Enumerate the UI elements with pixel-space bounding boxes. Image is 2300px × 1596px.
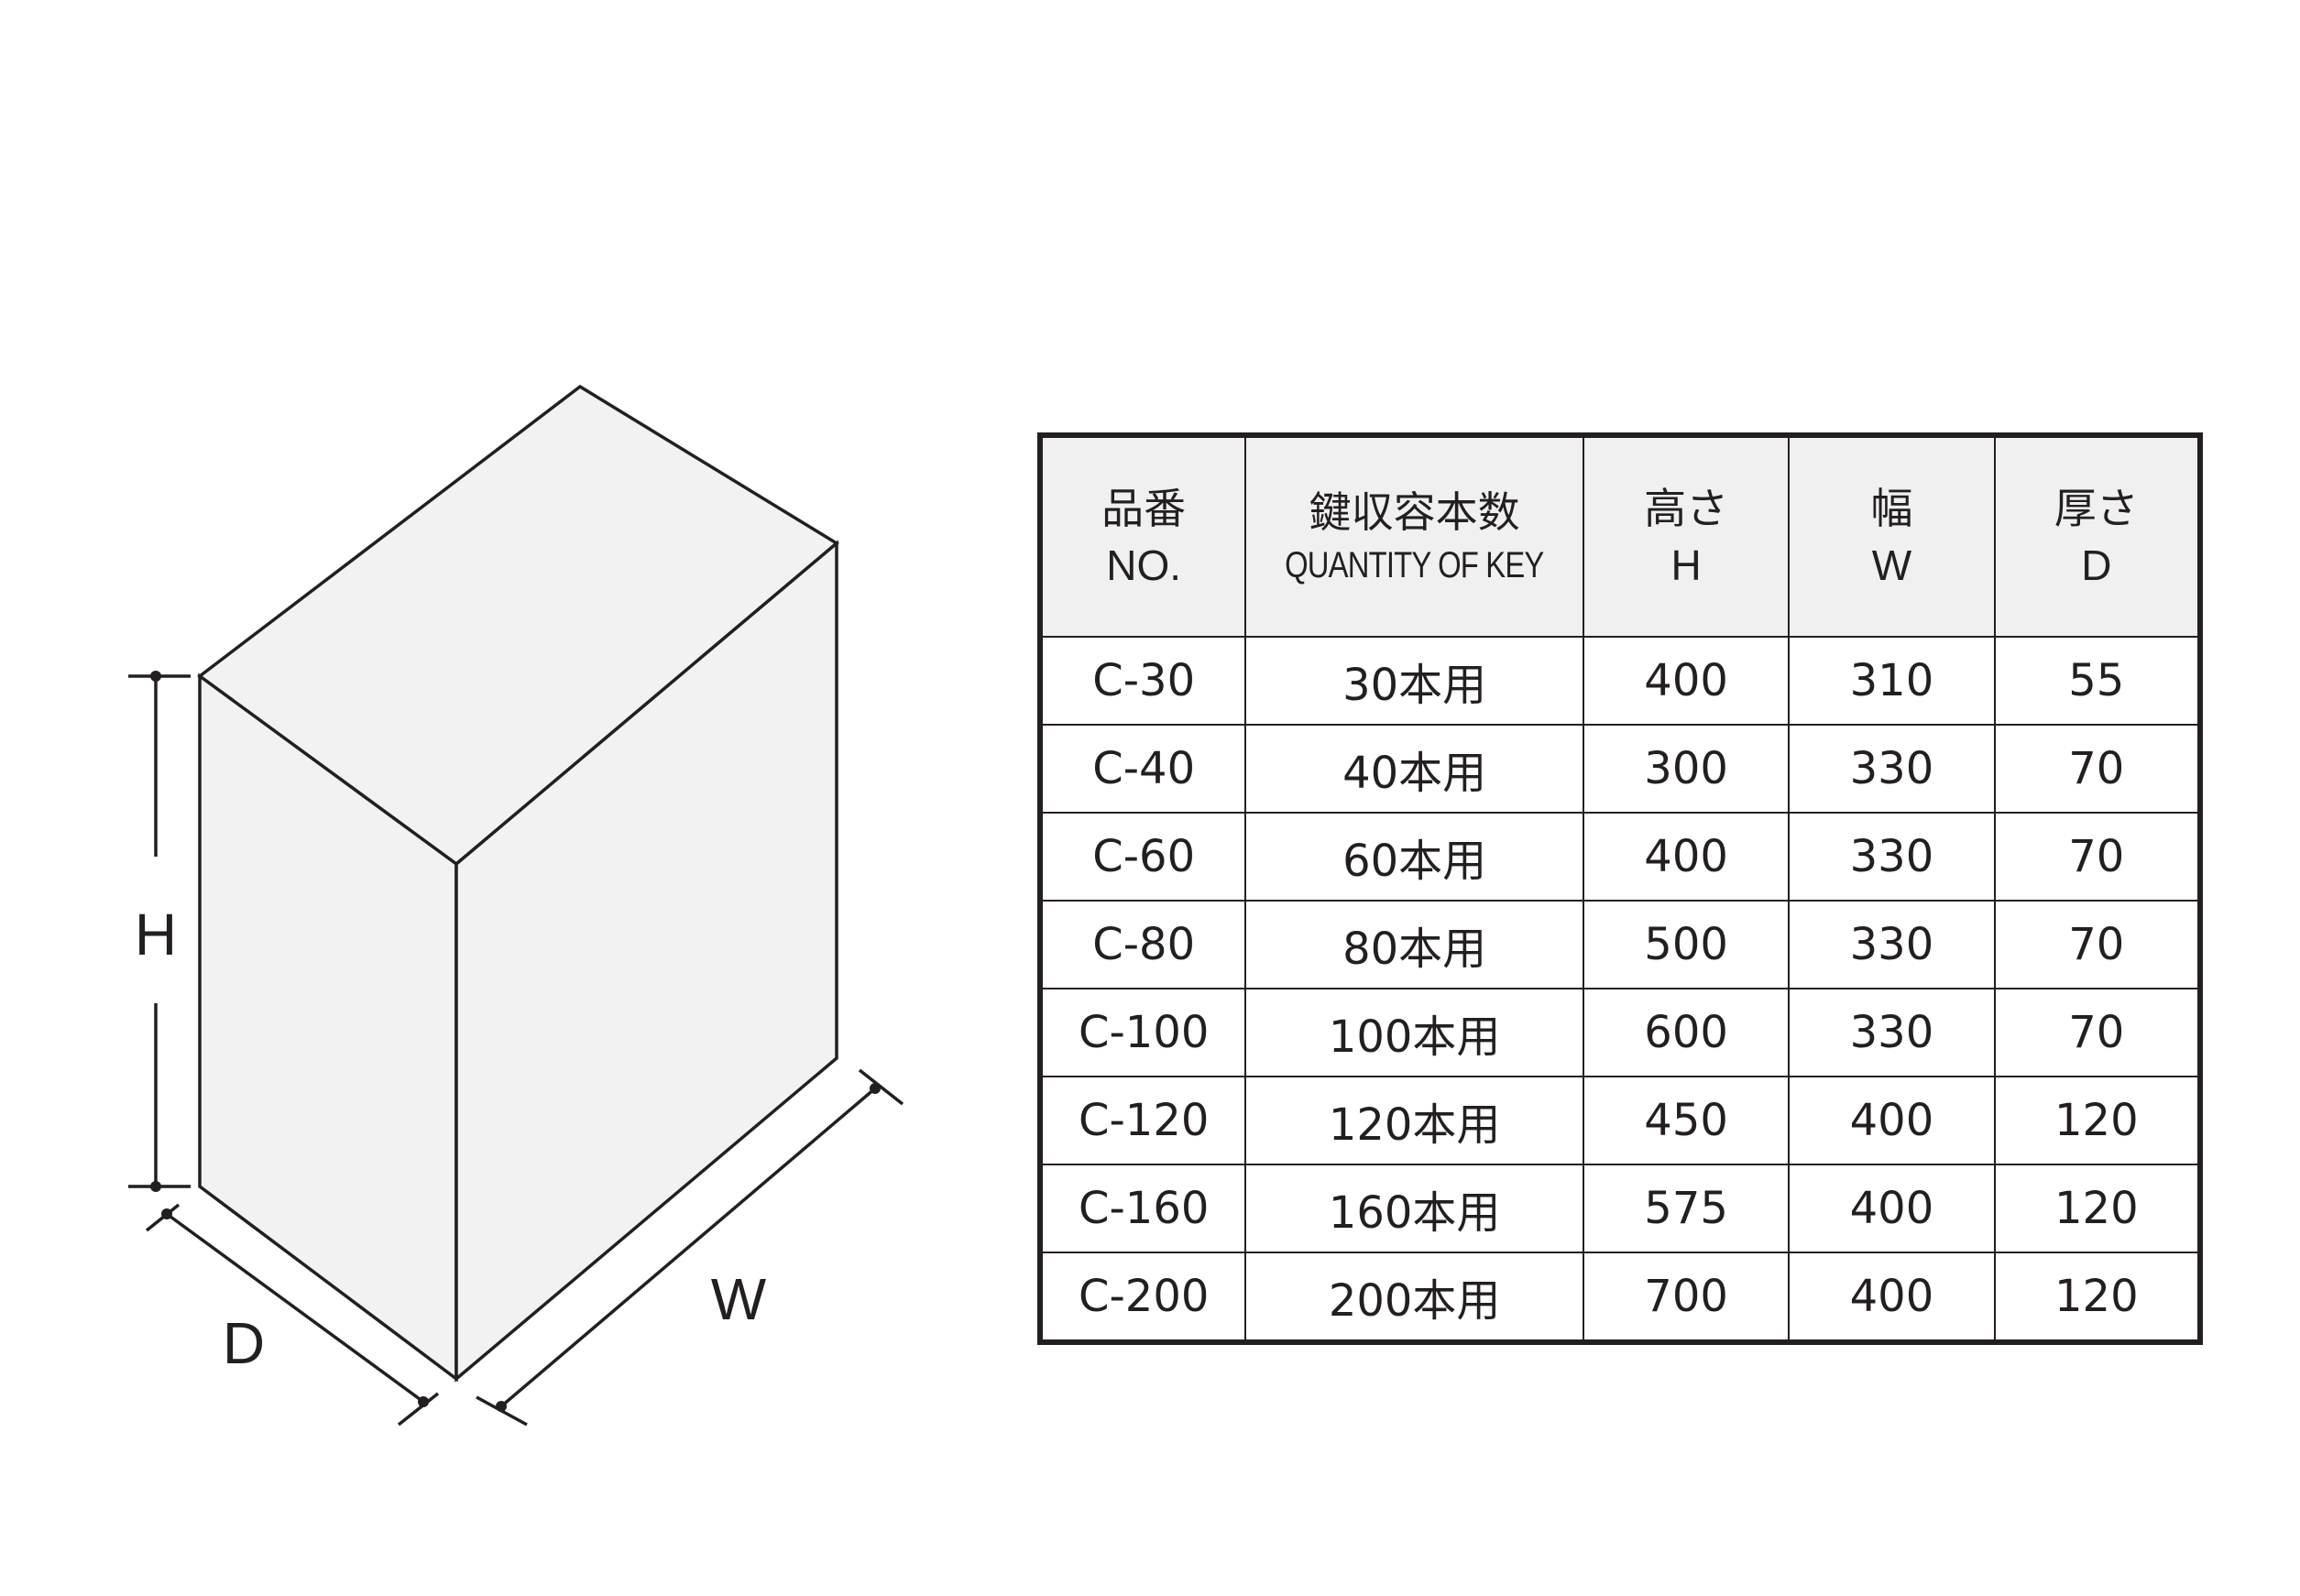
table-row: C-80 80本用 500 330 70 bbox=[1038, 900, 2202, 989]
cell-key-quantity: 200本用 bbox=[1244, 1252, 1584, 1343]
cell-width: 310 bbox=[1788, 636, 1996, 726]
header-product-number-en: NO. bbox=[1106, 541, 1182, 589]
cell-depth: 55 bbox=[1993, 636, 2202, 726]
header-depth-en: D bbox=[2081, 541, 2112, 589]
cell-depth: 70 bbox=[1993, 812, 2202, 902]
header-key-quantity-jp: 鍵収容本数 bbox=[1309, 486, 1520, 537]
cell-height: 300 bbox=[1582, 724, 1791, 814]
cell-width: 330 bbox=[1788, 988, 1996, 1077]
cell-key-quantity: 60本用 bbox=[1244, 812, 1584, 902]
cell-width: 330 bbox=[1788, 724, 1996, 814]
cell-product-number: C-80 bbox=[1038, 900, 1247, 989]
cell-height: 700 bbox=[1582, 1252, 1791, 1343]
header-depth-jp: 厚さ bbox=[2054, 483, 2139, 533]
cell-depth: 120 bbox=[1993, 1076, 2202, 1165]
cell-depth: 70 bbox=[1993, 988, 2202, 1077]
table-row: C-60 60本用 400 330 70 bbox=[1038, 812, 2202, 902]
cell-height: 400 bbox=[1582, 812, 1791, 902]
height-dimension bbox=[128, 671, 191, 1192]
table-row: C-40 40本用 300 330 70 bbox=[1038, 724, 2202, 814]
width-dimension bbox=[476, 1068, 904, 1427]
depth-dimension bbox=[145, 1203, 440, 1427]
header-product-number: 品番 NO. bbox=[1038, 434, 1247, 638]
cell-key-quantity: 160本用 bbox=[1244, 1164, 1584, 1253]
cell-height: 400 bbox=[1582, 636, 1791, 726]
cell-product-number: C-40 bbox=[1038, 724, 1247, 814]
cell-key-quantity: 100本用 bbox=[1244, 988, 1584, 1077]
cell-product-number: C-30 bbox=[1038, 636, 1247, 726]
header-key-quantity: 鍵収容本数 QUANTITY OF KEY bbox=[1244, 434, 1584, 638]
header-width-jp: 幅 bbox=[1870, 483, 1913, 533]
header-width: 幅 W bbox=[1788, 434, 1996, 638]
cell-depth: 120 bbox=[1993, 1252, 2202, 1343]
cell-product-number: C-200 bbox=[1038, 1252, 1247, 1343]
table-row: C-30 30本用 400 310 55 bbox=[1038, 636, 2202, 726]
header-height: 高さ H bbox=[1582, 434, 1791, 638]
header-height-en: H bbox=[1670, 541, 1702, 589]
cell-width: 330 bbox=[1788, 900, 1996, 989]
cell-width: 400 bbox=[1788, 1076, 1996, 1165]
cell-height: 575 bbox=[1582, 1164, 1791, 1253]
cell-product-number: C-60 bbox=[1038, 812, 1247, 902]
cell-product-number: C-160 bbox=[1038, 1164, 1247, 1253]
spec-table: 品番 NO. 鍵収容本数 QUANTITY OF KEY 高さ H 幅 W 厚さ… bbox=[1037, 432, 2203, 1345]
cell-key-quantity: 120本用 bbox=[1244, 1076, 1584, 1165]
header-product-number-jp: 品番 bbox=[1101, 483, 1187, 533]
cell-height: 500 bbox=[1582, 900, 1791, 989]
header-height-jp: 高さ bbox=[1644, 483, 1729, 533]
cell-depth: 120 bbox=[1993, 1164, 2202, 1253]
cell-product-number: C-120 bbox=[1038, 1076, 1247, 1165]
header-depth: 厚さ D bbox=[1993, 434, 2202, 638]
cell-depth: 70 bbox=[1993, 900, 2202, 989]
cell-key-quantity: 40本用 bbox=[1244, 724, 1584, 814]
cell-key-quantity: 30本用 bbox=[1244, 636, 1584, 726]
depth-label: D bbox=[223, 1310, 265, 1376]
cell-product-number: C-100 bbox=[1038, 988, 1247, 1077]
cell-height: 450 bbox=[1582, 1076, 1791, 1165]
cell-width: 400 bbox=[1788, 1252, 1996, 1343]
header-key-quantity-en: QUANTITY OF KEY bbox=[1285, 545, 1544, 586]
cell-width: 330 bbox=[1788, 812, 1996, 902]
table-row: C-160 160本用 575 400 120 bbox=[1038, 1164, 2202, 1253]
cell-depth: 70 bbox=[1993, 724, 2202, 814]
height-label: H bbox=[135, 902, 177, 967]
table-row: C-100 100本用 600 330 70 bbox=[1038, 988, 2202, 1077]
table-header-row: 品番 NO. 鍵収容本数 QUANTITY OF KEY 高さ H 幅 W 厚さ… bbox=[1038, 434, 2202, 638]
header-width-en: W bbox=[1871, 541, 1912, 589]
box-right-face bbox=[455, 540, 838, 1383]
width-label: W bbox=[711, 1266, 767, 1332]
table-row: C-200 200本用 700 400 120 bbox=[1038, 1252, 2202, 1343]
table-row: C-120 120本用 450 400 120 bbox=[1038, 1076, 2202, 1165]
cell-key-quantity: 80本用 bbox=[1244, 900, 1584, 989]
cell-height: 600 bbox=[1582, 988, 1791, 1077]
cell-width: 400 bbox=[1788, 1164, 1996, 1253]
